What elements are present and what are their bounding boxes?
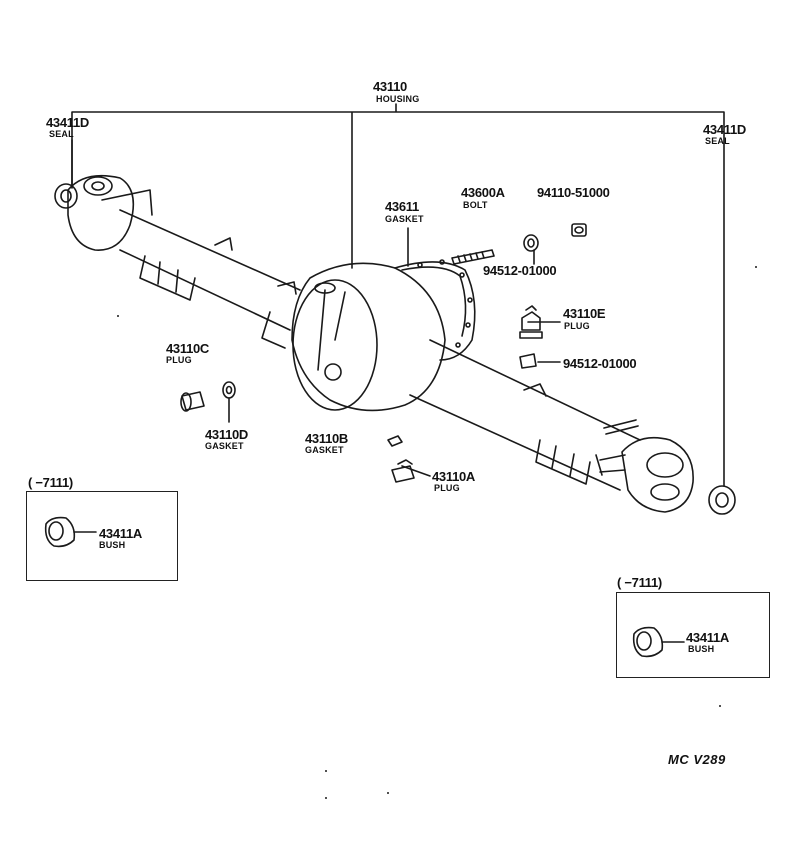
plug-43110e-name: PLUG <box>564 321 590 331</box>
inset-left-range: ( −7111) <box>28 475 73 490</box>
seal-right-number: 43411D <box>703 122 747 137</box>
housing-name: HOUSING <box>376 94 420 104</box>
left-axle-tube <box>119 209 301 331</box>
plug-43110c <box>181 391 205 411</box>
gasket-43110b-name: GASKET <box>305 445 344 455</box>
left-seal <box>54 183 78 209</box>
diagram-code: MC V289 <box>668 752 726 767</box>
inset-right-box <box>616 592 770 678</box>
left-lower-bracket <box>261 311 286 349</box>
part-94512-top-number: 94512-01000 <box>483 263 557 278</box>
inset-right-name: BUSH <box>688 644 715 654</box>
inset-left-bush <box>44 516 76 548</box>
part-94110-number: 94110-51000 <box>537 185 610 200</box>
washer-94512-mid <box>519 353 537 369</box>
inset-left-box <box>26 491 178 581</box>
plug-43110c-number: 43110C <box>166 341 210 356</box>
bolt-43600a <box>451 249 495 265</box>
right-seal <box>708 485 736 515</box>
bolt-43600a-name: BOLT <box>463 200 488 210</box>
inset-left-name: BUSH <box>99 540 126 550</box>
plug-43110a-name: PLUG <box>434 483 460 493</box>
seal-left-number: 43411D <box>46 115 90 130</box>
inset-right-bush <box>632 626 664 658</box>
inset-right-number: 43411A <box>686 630 730 645</box>
gasket-43611-name: GASKET <box>385 214 424 224</box>
part-94512-mid-number: 94512-01000 <box>563 356 637 371</box>
right-end-flange <box>621 436 694 513</box>
inset-left-number: 43411A <box>99 526 143 541</box>
gasket-43110b-number: 43110B <box>305 431 349 446</box>
gasket-43611-number: 43611 <box>385 199 419 214</box>
bolt-43600a-number: 43600A <box>461 185 505 200</box>
gasket-43110b <box>387 435 403 447</box>
plug-43110e <box>519 305 543 339</box>
gasket-43110d-number: 43110D <box>205 427 249 442</box>
housing-number: 43110 <box>373 79 407 94</box>
right-spring-seat <box>535 439 591 485</box>
left-spring-seat <box>139 255 196 301</box>
gasket-43110d-name: GASKET <box>205 441 244 451</box>
seal-left-name: SEAL <box>49 129 74 139</box>
housing-gasket-ring <box>394 261 476 361</box>
nut-94110 <box>571 223 587 237</box>
gasket-43110d <box>222 381 236 399</box>
seal-right-name: SEAL <box>705 136 730 146</box>
plug-43110e-number: 43110E <box>563 306 606 321</box>
differential-housing <box>291 262 446 412</box>
plug-43110a-number: 43110A <box>432 469 476 484</box>
washer-94512-top <box>523 234 539 252</box>
right-axle-tube <box>409 339 641 491</box>
plug-43110c-name: PLUG <box>166 355 192 365</box>
left-end-flange <box>67 174 135 251</box>
inset-right-range: ( −7111) <box>617 575 662 590</box>
plug-43110a <box>391 459 415 483</box>
